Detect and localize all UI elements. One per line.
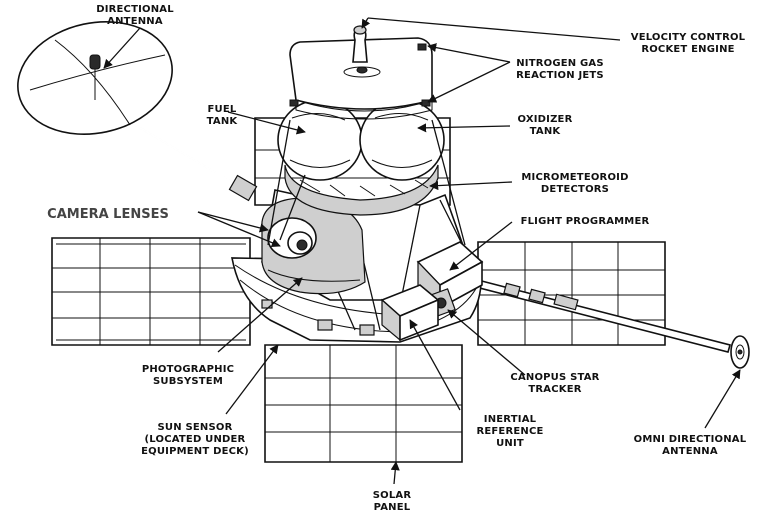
left-solar-panel xyxy=(51,237,251,346)
label-line: ANTENNA xyxy=(662,446,718,457)
label-nitrogen-jets: NITROGEN GAS REACTION JETS xyxy=(516,58,604,81)
micrometeoroid-ring xyxy=(284,164,439,216)
label-camera-lenses: CAMERA LENSES xyxy=(47,207,169,222)
label-line: TANK xyxy=(530,126,562,137)
label-line: PHOTOGRAPHIC xyxy=(142,364,234,375)
directional-antenna xyxy=(17,21,258,202)
label-line: SOLAR xyxy=(373,490,412,501)
label-line: MICROMETEOROID xyxy=(521,172,628,183)
label-line: DIRECTIONAL xyxy=(96,4,174,15)
label-photographic: PHOTOGRAPHIC SUBSYSTEM xyxy=(142,364,234,387)
label-line: TANK xyxy=(207,116,239,127)
label-line: VELOCITY CONTROL xyxy=(631,32,746,43)
label-fuel-tank: FUEL TANK xyxy=(207,104,239,127)
label-line: NITROGEN GAS xyxy=(516,58,604,69)
label-line: UNIT xyxy=(496,438,524,449)
label-line: ROCKET ENGINE xyxy=(641,44,734,55)
label-oxidizer-tank: OXIDIZER TANK xyxy=(518,114,573,137)
label-line: ANTENNA xyxy=(107,16,163,27)
label-line: OMNI DIRECTIONAL xyxy=(634,434,747,445)
label-line: PANEL xyxy=(374,502,411,513)
label-velocity-control: VELOCITY CONTROL ROCKET ENGINE xyxy=(631,32,746,55)
propellant-tanks xyxy=(277,99,445,181)
label-line: REACTION JETS xyxy=(516,70,604,81)
label-line: (LOCATED UNDER xyxy=(145,434,246,445)
bottom-solar-panel xyxy=(264,344,463,463)
photographic-subsystem xyxy=(261,197,366,295)
nitrogen-jets xyxy=(289,43,431,107)
label-inertial: INERTIAL REFERENCE UNIT xyxy=(476,414,543,449)
leader-lines xyxy=(103,17,741,485)
label-line: CANOPUS STAR xyxy=(510,372,599,383)
label-line: TRACKER xyxy=(528,384,581,395)
label-flight-programmer: FLIGHT PROGRAMMER xyxy=(521,216,650,227)
rocket-engine xyxy=(352,25,368,63)
label-line: SUN SENSOR xyxy=(158,422,233,433)
label-directional-antenna: DIRECTIONAL ANTENNA xyxy=(96,4,174,27)
label-omni: OMNI DIRECTIONAL ANTENNA xyxy=(634,434,747,457)
label-sun-sensor: SUN SENSOR (LOCATED UNDER EQUIPMENT DECK… xyxy=(141,422,249,457)
label-line: CAMERA LENSES xyxy=(47,207,169,222)
struts xyxy=(267,119,466,246)
label-line: EQUIPMENT DECK) xyxy=(141,446,249,457)
label-line: SUBSYSTEM xyxy=(153,376,223,387)
label-line: DETECTORS xyxy=(541,184,609,195)
label-micrometeoroid: MICROMETEOROID DETECTORS xyxy=(521,172,628,195)
inertial-reference-unit xyxy=(380,284,440,342)
label-line: FUEL xyxy=(208,104,237,115)
label-solar-panel: SOLAR PANEL xyxy=(373,490,412,513)
label-canopus: CANOPUS STAR TRACKER xyxy=(510,372,599,395)
label-line: REFERENCE xyxy=(476,426,543,437)
label-line: OXIDIZER xyxy=(518,114,573,125)
label-line: FLIGHT PROGRAMMER xyxy=(521,216,650,227)
label-line: INERTIAL xyxy=(484,414,537,425)
